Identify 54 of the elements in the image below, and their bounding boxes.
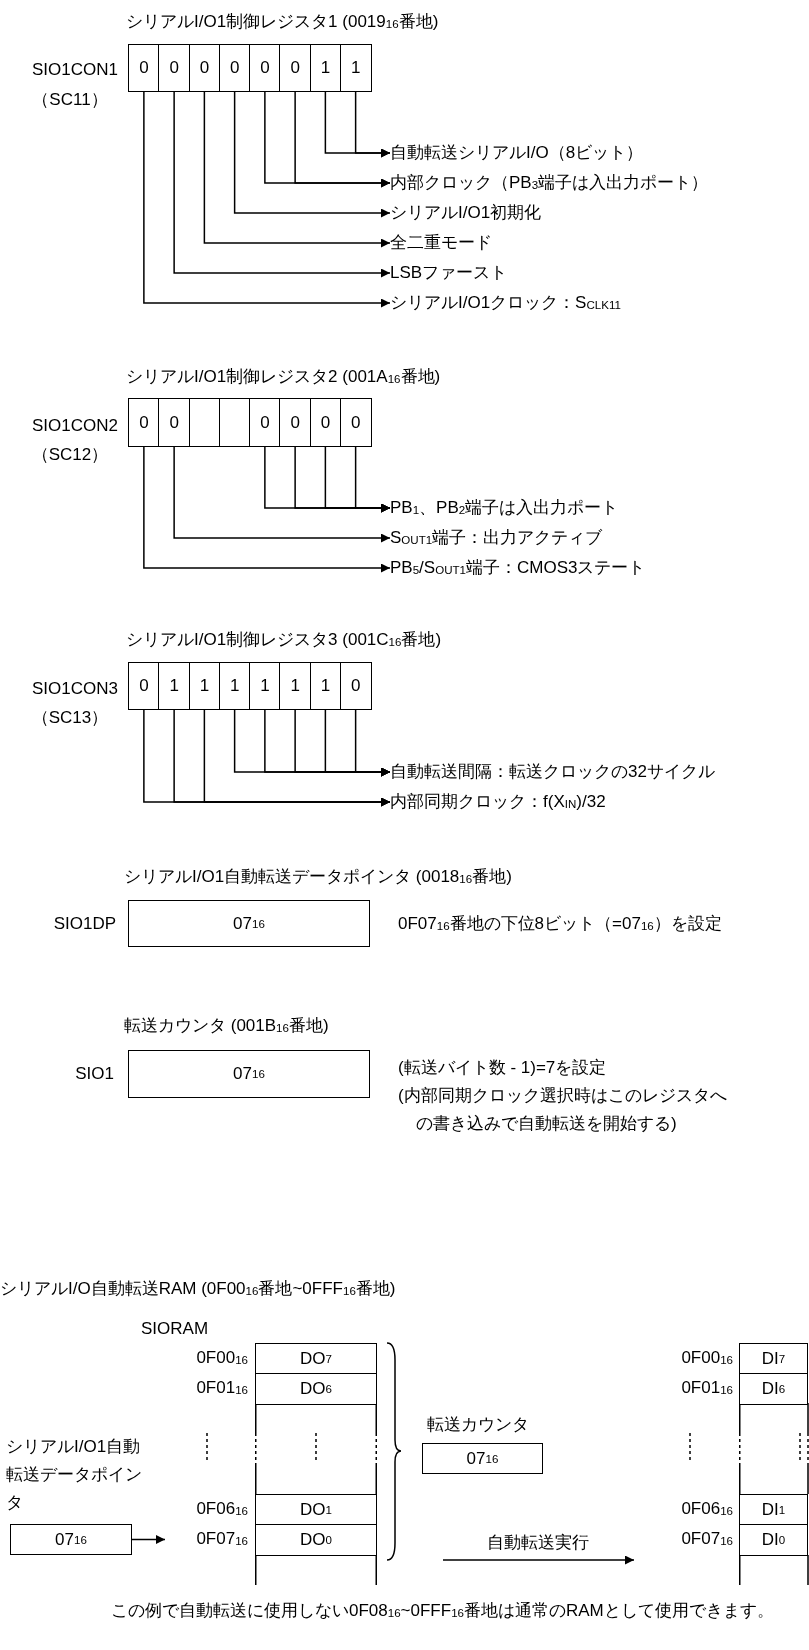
bit-description: 自動転送シリアルI/O（8ビット） [390,143,644,163]
bit-cell: 0 [128,662,160,710]
bit-cell: 1 [339,44,372,92]
leader-arrow [354,709,391,777]
leader-arrow [143,91,391,308]
bit-cell: 1 [279,662,311,710]
bit-cell: 0 [128,44,160,92]
note-text: (転送バイト数 - 1)=7を設定 [398,1058,607,1078]
bit-cell: 0 [249,44,281,92]
register-name: SIO1DP [53,914,116,934]
bit-cell: 0 [279,398,311,447]
box-heading: シリアルI/O1自動転送データポインタ [6,1436,143,1514]
leader-arrow [143,446,391,573]
arrow [131,1535,166,1544]
leader-arrow [354,91,391,158]
leader-arrow [173,446,391,543]
bit-cell: 0 [218,44,251,92]
bit-cell: 0 [339,662,372,710]
bit-cell: 0 [249,398,281,447]
leader-arrow [203,91,391,248]
register-name: SIORAM [141,1319,209,1339]
leader-arrow [294,91,391,188]
arrow-label: 自動転送実行 [487,1533,589,1553]
register-name: SIO1CON1 [32,60,118,80]
bit-cell: 0 [188,44,221,92]
register-name: SIO1CON2 [32,416,118,436]
leader-arrow [173,91,391,278]
bit-description: 自動転送間隔：転送クロックの32サイクル [390,762,715,782]
bit-cell: 1 [309,662,342,710]
register-symbol: （SC13） [31,708,109,728]
bit-description: シリアルI/O1初期化 [390,203,542,223]
bit-description: 全二重モード [390,233,492,253]
bit-cell [188,398,221,447]
bit-cell: 0 [309,398,342,447]
leader-arrow [354,446,391,513]
bit-cell: 0 [158,44,190,92]
note-text: (内部同期クロック選択時はこのレジスタへの書き込みで自動転送を開始する) [398,1085,728,1135]
bit-description: LSBファースト [390,263,508,283]
bit-cell: 1 [249,662,281,710]
bit-cell: 0 [279,44,311,92]
bit-cell: 1 [188,662,221,710]
register-name: SIO1CON3 [32,679,118,699]
bit-cell: 0 [339,398,372,447]
bit-cell: 0 [158,398,190,447]
bit-cell: 0 [128,398,160,447]
box-heading: 転送カウンタ [427,1415,529,1435]
bit-cell: 1 [309,44,342,92]
bit-cell [218,398,251,447]
leader-arrow [233,91,391,218]
bit-cell: 1 [158,662,190,710]
register-symbol: （SC12） [31,445,109,465]
register-symbol: （SC11） [32,90,108,110]
register-name: SIO1 [75,1064,114,1084]
bit-cell: 1 [218,662,251,710]
